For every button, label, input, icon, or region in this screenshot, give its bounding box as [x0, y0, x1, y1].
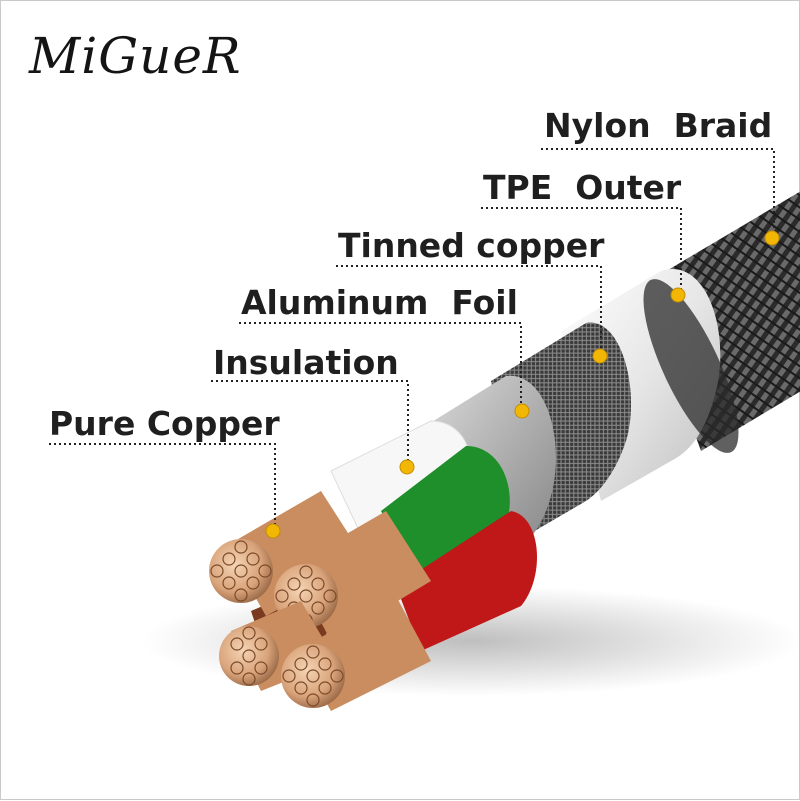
marker-dot-aluminum-foil — [514, 403, 530, 419]
copper-bundle-4 — [281, 596, 431, 711]
insulation-red-wire — [396, 511, 538, 651]
leader-line-tpe-outer — [481, 207, 682, 291]
marker-dot-pure-copper — [265, 523, 281, 539]
copper-bundle-2 — [274, 511, 431, 641]
leader-line-aluminum-foil — [239, 322, 522, 408]
label-nylon-braid: Nylon Braid — [544, 106, 773, 145]
marker-dot-tpe-outer — [670, 287, 686, 303]
label-pure-copper: Pure Copper — [49, 404, 280, 443]
label-tpe-outer: TPE Outer — [483, 168, 682, 207]
marker-dot-tinned-copper — [592, 348, 608, 364]
label-aluminum-foil: Aluminum Foil — [241, 283, 518, 322]
leader-line-tinned-copper — [336, 265, 602, 353]
brand-logo: MiGueR — [29, 27, 242, 85]
leader-line-insulation — [211, 380, 409, 463]
leader-line-nylon-braid — [541, 148, 775, 236]
marker-dot-insulation — [399, 459, 415, 475]
copper-bundle-1 — [209, 491, 366, 616]
marker-dot-nylon-braid — [764, 230, 780, 246]
label-tinned-copper: Tinned copper — [338, 226, 605, 265]
leader-line-pure-copper — [49, 443, 276, 528]
insulation-green-wire — [381, 446, 510, 586]
label-insulation: Insulation — [213, 343, 399, 382]
